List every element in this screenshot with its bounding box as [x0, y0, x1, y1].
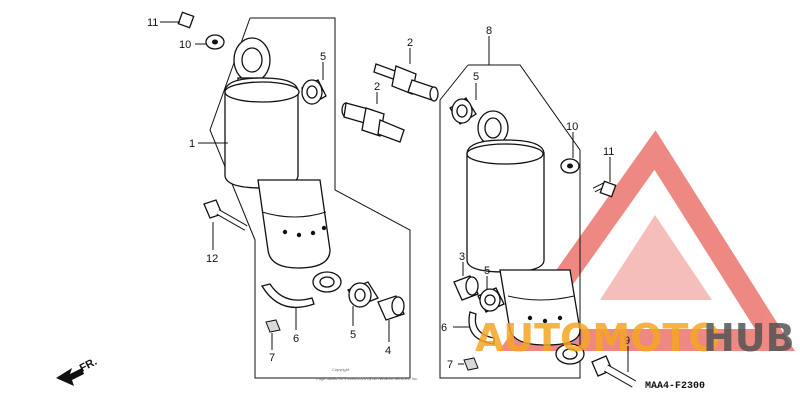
callout-3: 3 — [459, 251, 465, 263]
callout-5-right-top: 5 — [473, 71, 479, 83]
tag-7-left — [265, 319, 281, 333]
bolt-11-left — [177, 11, 209, 32]
callout-1: 1 — [189, 138, 195, 150]
callout-8: 8 — [486, 25, 492, 37]
right-assembly-outline — [439, 64, 581, 379]
callout-11-left: 11 — [147, 17, 158, 29]
callout-10-left: 10 — [179, 39, 191, 51]
clip-6-left — [260, 283, 315, 308]
diagram-code: MAA4-F2300 — [645, 381, 705, 392]
bushing-5-right-top — [449, 97, 477, 125]
leader-lines — [160, 21, 629, 372]
collar-4 — [377, 295, 405, 321]
bushing-5-left-bottom — [347, 281, 379, 308]
bolt-11-right — [592, 180, 617, 198]
watermark-text-part1: AUTOMOTO — [475, 316, 721, 360]
bolt-12 — [203, 199, 248, 231]
bushing-5-left-top — [301, 79, 327, 105]
bushing-5-right-bottom — [477, 287, 505, 313]
washer-10-right — [560, 158, 580, 174]
copyright-text: Copyright — [332, 367, 350, 372]
front-direction-arrow: FR. — [56, 356, 99, 386]
stud-2-mid — [341, 102, 405, 143]
tag-7-right — [463, 357, 479, 371]
callout-5-right-bottom: 5 — [484, 265, 490, 277]
clip-6-right — [468, 311, 495, 345]
callout-labels: 11 10 1 12 7 6 5 2 2 5 4 8 5 10 11 3 5 6… — [147, 17, 630, 371]
callout-7-right: 7 — [447, 359, 453, 371]
callout-2-mid: 2 — [374, 81, 380, 93]
callout-5-left-top: 5 — [320, 51, 326, 63]
callout-2-top: 2 — [407, 37, 413, 49]
washer-10-left — [205, 34, 225, 50]
front-arrow-label: FR. — [78, 356, 99, 375]
watermark-logo-icon — [498, 130, 795, 351]
right-shock-absorber — [466, 110, 585, 365]
callout-7-left: 7 — [269, 352, 275, 364]
left-shock-absorber — [224, 37, 342, 293]
callout-6-right: 6 — [441, 322, 447, 334]
callout-6-left: 6 — [293, 333, 299, 345]
callout-9: 9 — [624, 335, 630, 347]
callout-5-left-bottom: 5 — [350, 329, 356, 341]
collar-3 — [453, 275, 479, 301]
callout-10-right: 10 — [566, 121, 578, 133]
callout-11-right: 11 — [603, 146, 614, 158]
bolt-9 — [591, 355, 636, 388]
stud-2-top — [373, 63, 439, 102]
watermark-text-part2: HUB — [703, 316, 795, 360]
watermark: AUTOMOTO HUB — [475, 316, 795, 360]
copyright-detail: Page based on ©1994-2014 by Ari Network … — [316, 376, 418, 381]
callout-4: 4 — [385, 345, 391, 357]
callout-12: 12 — [206, 253, 218, 265]
